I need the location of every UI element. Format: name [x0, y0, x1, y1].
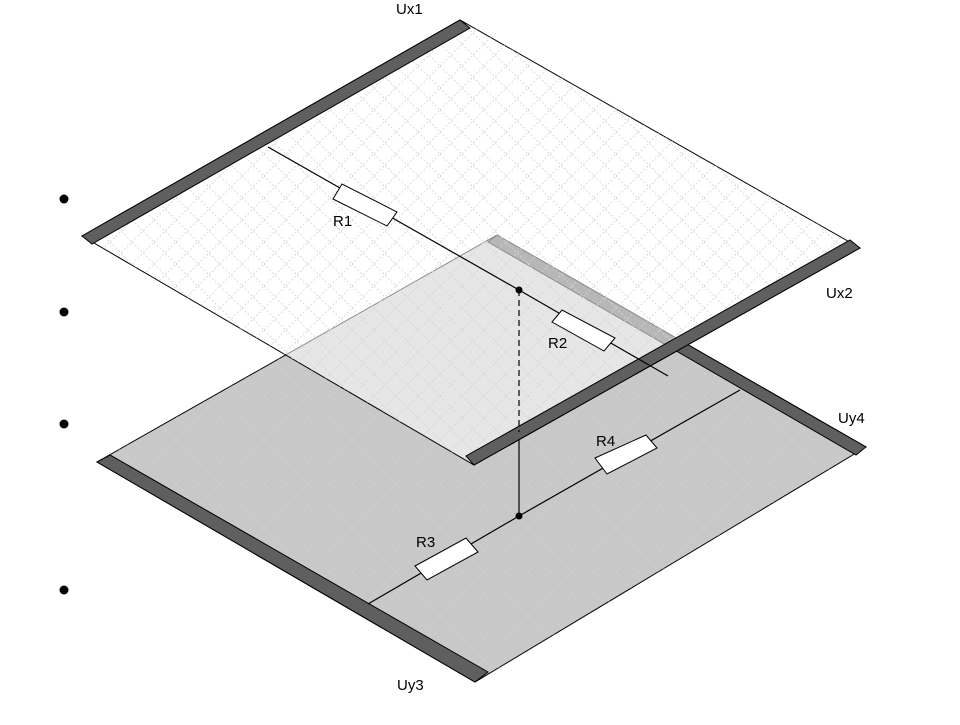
label-ux2: Ux2: [826, 285, 853, 302]
bullet-2: [59, 307, 69, 317]
resistor-r2: [551, 309, 616, 352]
contact-point-bottom: [515, 512, 523, 520]
bullet-4: [59, 585, 69, 595]
label-ux1: Ux1: [396, 1, 423, 18]
label-r3: R3: [416, 534, 435, 551]
label-r1: R1: [333, 213, 352, 230]
electrode-uy3: [95, 454, 489, 683]
electrode-ux2: [465, 239, 861, 466]
electrode-ux1: [81, 19, 471, 245]
resistor-r3: [414, 537, 479, 581]
resistor-r4: [594, 434, 658, 475]
bullet-3: [59, 419, 69, 429]
contact-point-top: [515, 286, 523, 294]
resistor-r1: [332, 183, 398, 227]
top-conductor-upper: [267, 146, 520, 291]
top-layer: [81, 19, 862, 466]
label-uy4: Uy4: [838, 410, 865, 427]
label-r4: R4: [596, 433, 615, 450]
label-r2: R2: [548, 335, 567, 352]
bullet-1: [59, 194, 69, 204]
label-uy3: Uy3: [397, 677, 424, 694]
